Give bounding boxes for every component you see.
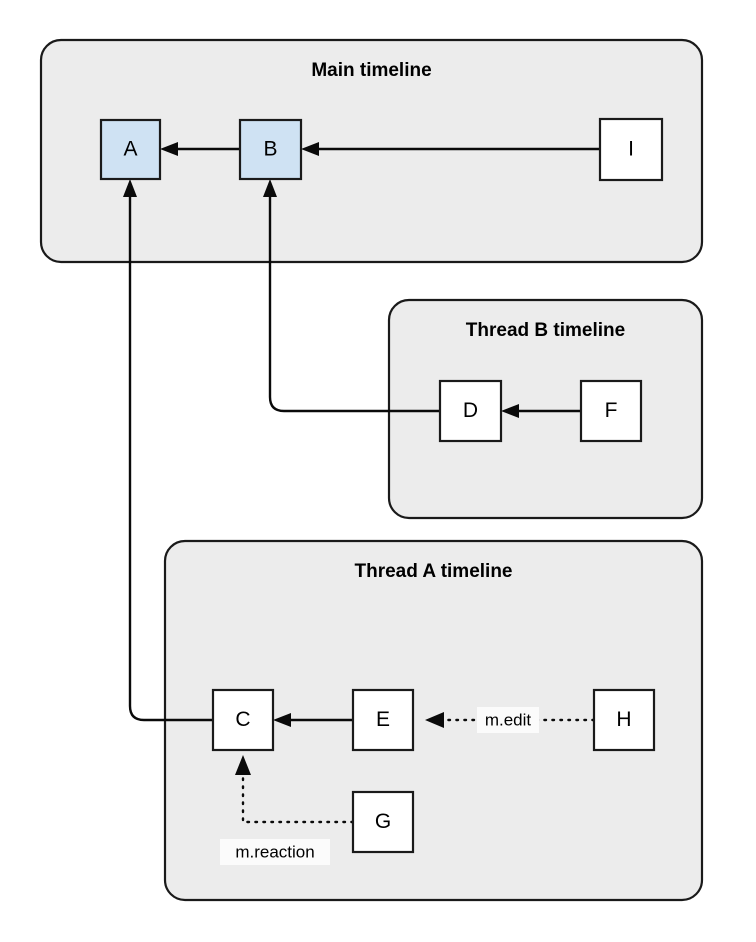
node-I[interactable]: I [598, 117, 664, 182]
node-E[interactable]: E [351, 688, 415, 752]
edge-H-to-E-arrowhead [425, 712, 444, 728]
edge-H-to-E-label: m.edit [485, 710, 532, 729]
group-thread-a-timeline-title: Thread A timeline [354, 561, 512, 582]
node-D-label: D [463, 399, 478, 422]
group-thread-b-timeline-title: Thread B timeline [466, 320, 625, 341]
node-F[interactable]: F [579, 379, 643, 443]
node-F-label: F [605, 399, 618, 422]
group-main-timeline[interactable]: Main timeline [39, 38, 704, 264]
edge-D-to-B-arrowhead [263, 179, 277, 197]
edge-F-to-D-arrowhead [501, 404, 519, 418]
node-G-box [351, 790, 415, 854]
node-A-label: A [123, 138, 137, 161]
edge-E-to-C [273, 713, 353, 727]
node-G[interactable]: G [351, 790, 415, 854]
edge-G-to-C-label-bg [220, 839, 330, 865]
edge-G-to-C-arrowhead [235, 755, 251, 775]
edge-F-to-D [501, 404, 581, 418]
node-G-label: G [375, 810, 391, 833]
group-thread-b-timeline[interactable]: Thread B timeline [387, 298, 704, 520]
node-I-box [598, 117, 664, 182]
edge-D-to-B [263, 179, 440, 413]
node-H-box [592, 688, 656, 752]
edge-B-to-A-arrowhead [160, 142, 178, 156]
edge-E-to-C-arrowhead [273, 713, 291, 727]
edge-D-to-B-line [268, 191, 440, 413]
edge-C-to-A-line [128, 191, 213, 722]
edge-I-to-B-arrowhead [301, 142, 319, 156]
node-H[interactable]: H [592, 688, 656, 752]
edge-C-to-A-arrowhead [123, 179, 137, 197]
node-B[interactable]: B [238, 118, 303, 181]
group-main-timeline-title: Main timeline [311, 60, 431, 81]
edge-G-to-C-label: m.reaction [235, 842, 314, 861]
edge-H-to-E: m.edit [425, 707, 596, 733]
node-F-box [579, 379, 643, 443]
node-B-box [238, 118, 303, 181]
edge-G-to-C: m.reaction [220, 755, 355, 865]
group-thread-b-timeline-box [387, 298, 704, 520]
edge-I-to-B [301, 142, 600, 156]
node-C-label: C [235, 708, 250, 731]
edge-B-to-A [160, 142, 240, 156]
node-C[interactable]: C [211, 688, 275, 752]
node-D[interactable]: D [438, 379, 503, 443]
node-E-label: E [376, 708, 390, 731]
node-D-box [438, 379, 503, 443]
edge-H-to-E-label-bg [477, 707, 539, 733]
node-H-label: H [616, 708, 631, 731]
node-C-box [211, 688, 275, 752]
group-main-timeline-box [39, 38, 704, 264]
node-A[interactable]: A [99, 118, 162, 181]
node-A-box [99, 118, 162, 181]
node-B-label: B [263, 138, 277, 161]
node-I-label: I [628, 138, 634, 161]
edge-C-to-A [123, 179, 213, 722]
node-E-box [351, 688, 415, 752]
